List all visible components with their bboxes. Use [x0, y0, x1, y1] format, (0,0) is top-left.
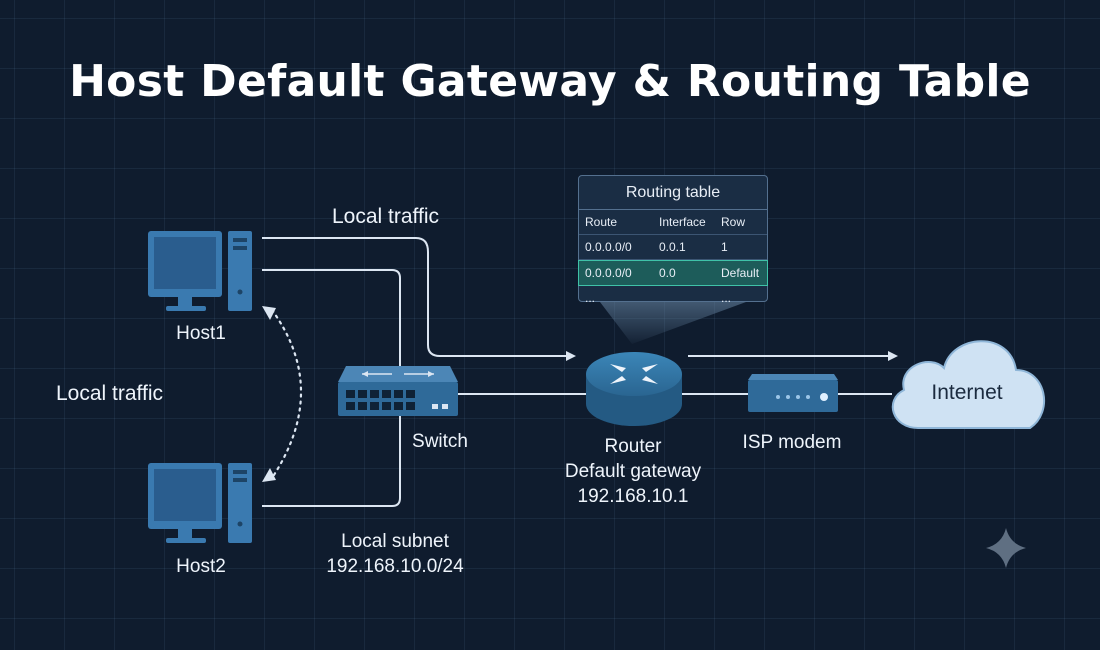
host2-label: Host2	[176, 556, 226, 577]
arc-arrowhead-bottom	[262, 468, 276, 482]
host2-computer-icon	[148, 463, 252, 543]
cell-interface: 0.0	[659, 266, 676, 280]
local-subnet-label: Local subnet	[341, 531, 449, 552]
routing-table-callout	[600, 302, 746, 344]
cell-route: 0.0.0.0/0	[585, 240, 632, 254]
switch-icon	[338, 366, 458, 416]
column-header-interface: Interface	[659, 215, 706, 229]
column-header-row: Row	[721, 215, 746, 229]
arc-arrowhead-top	[262, 306, 276, 320]
isp-modem-icon	[748, 374, 838, 412]
host1-router-traffic-path	[262, 237, 576, 361]
local-traffic-top-label: Local traffic	[332, 205, 439, 228]
local-subnet-cidr-label: 192.168.10.0/24	[326, 556, 464, 577]
routing-table-title: Routing table	[579, 176, 767, 210]
local-traffic-left-label: Local traffic	[56, 382, 163, 405]
cell-route: 0.0.0.0/0	[585, 266, 632, 280]
internet-label: Internet	[931, 381, 1003, 404]
network-links	[262, 237, 898, 507]
isp-modem-label: ISP modem	[742, 432, 842, 453]
column-header-route: Route	[585, 215, 618, 229]
internet-cloud-icon	[891, 340, 1045, 429]
sparkle-icon	[986, 528, 1026, 568]
cell-row: ...	[721, 291, 732, 305]
switch-label: Switch	[412, 431, 468, 452]
host1-switch-link	[262, 269, 401, 366]
table-row: 0.0.0.0/0 0.0.1 1	[579, 235, 767, 260]
cell-interface: 0.0.1	[659, 240, 686, 254]
default-gateway-label: Default gateway	[564, 461, 702, 482]
gateway-ip-label: 192.168.10.1	[577, 486, 689, 507]
host1-label: Host1	[176, 323, 226, 344]
page-title: Host Default Gateway & Routing Table	[69, 56, 1031, 107]
table-row: ... ...	[579, 286, 767, 310]
cell-row: Default	[721, 266, 760, 280]
cell-row: 1	[721, 240, 728, 254]
host-to-host-traffic-arc	[270, 308, 303, 480]
routing-table-header-row: Route Interface Row	[579, 210, 767, 235]
router-label: Router	[604, 436, 662, 457]
routing-table: Routing table Route Interface Row 0.0.0.…	[578, 175, 768, 305]
cell-route: ...	[585, 291, 596, 305]
table-row-highlighted: 0.0.0.0/0 0.0 Default	[578, 260, 768, 286]
router-icon	[586, 352, 682, 426]
host1-computer-icon	[148, 231, 252, 311]
host2-switch-link	[262, 416, 401, 507]
